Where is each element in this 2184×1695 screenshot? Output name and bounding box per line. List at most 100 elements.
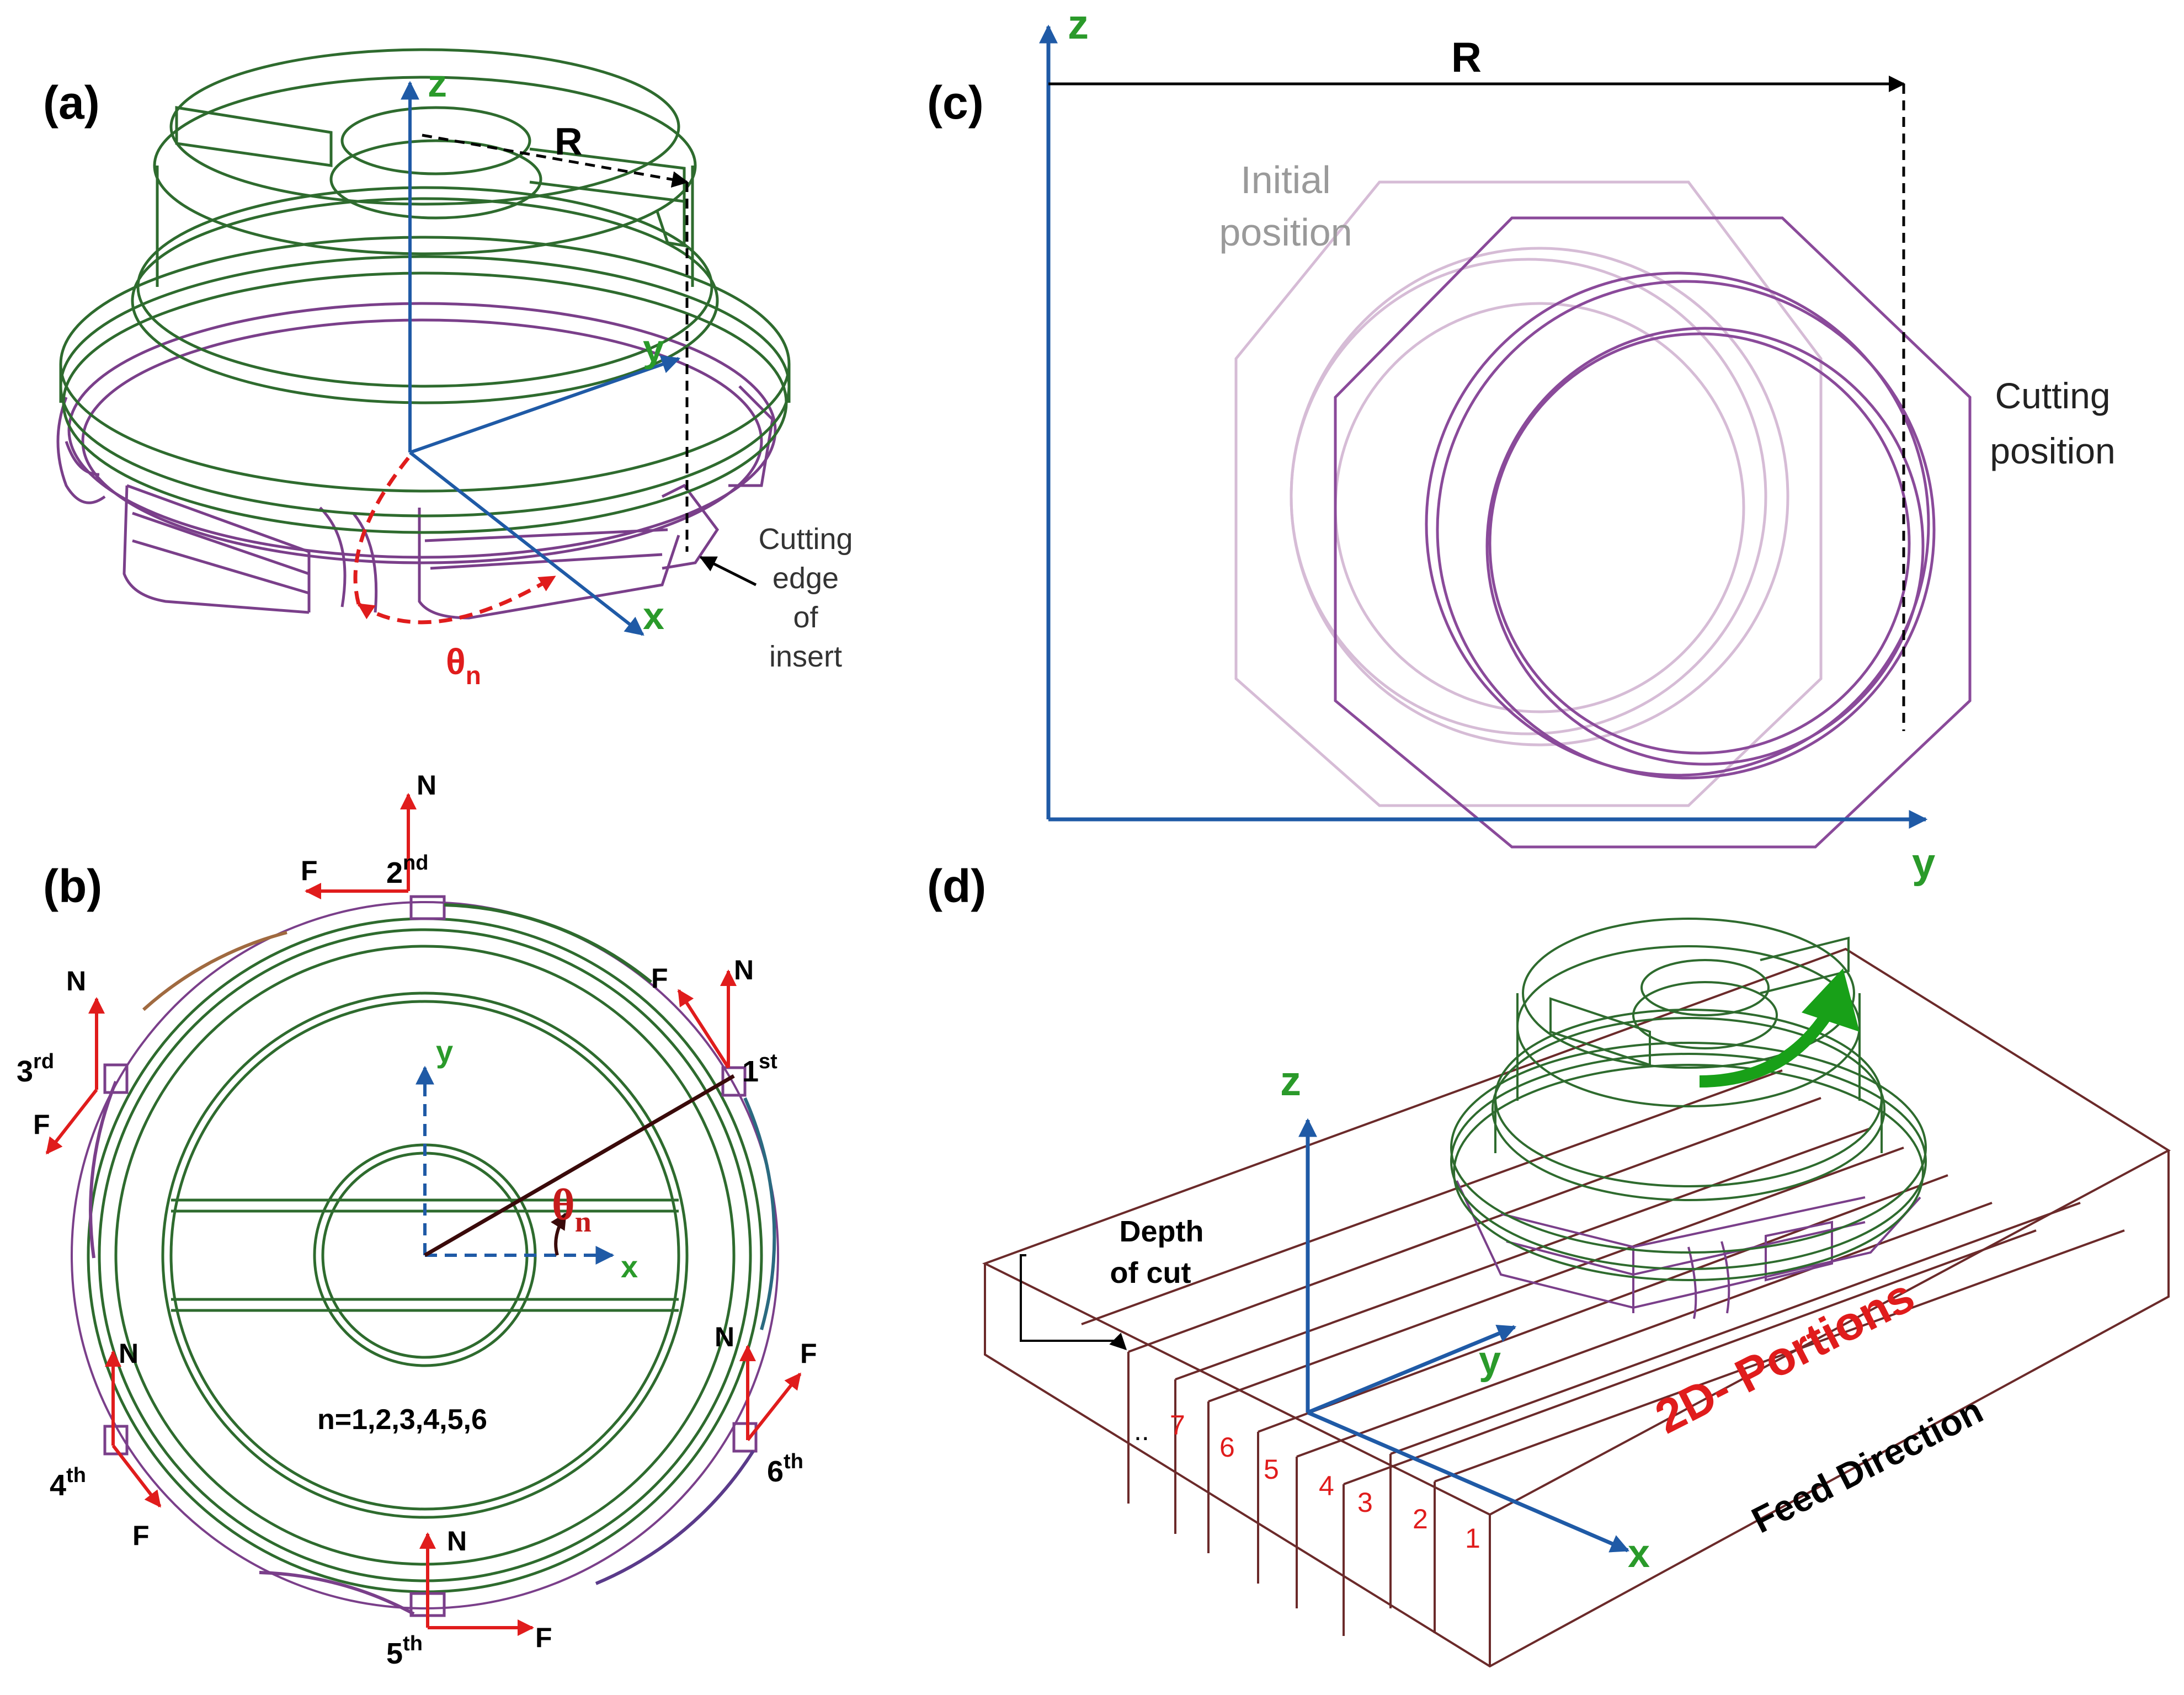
n-label-2: N <box>417 770 436 801</box>
portion-2: 2 <box>1413 1504 1428 1534</box>
depth-of-cut: Depth of cut <box>1020 1215 1204 1351</box>
feed-direction-label: Feed Direction <box>1745 1389 1989 1541</box>
axes-d: z y x <box>1280 1058 1650 1576</box>
initial-position-line-1: Initial <box>1240 158 1330 201</box>
insert-2-label: 2nd <box>386 851 428 889</box>
axes-b: y x θn n=1,2,3,4,5,6 <box>317 1034 735 1436</box>
panel-d: (d) <box>927 860 2171 1668</box>
n-label-3: N <box>66 966 86 996</box>
depth-bracket <box>1020 1254 1117 1342</box>
callout-line-2: edge <box>773 562 839 595</box>
axes-a: z y x <box>401 62 681 637</box>
portion-6: 6 <box>1219 1432 1235 1463</box>
y-axis-a <box>409 355 681 454</box>
depth-line-1: Depth <box>1120 1215 1204 1248</box>
force-f-6 <box>746 1372 802 1441</box>
n-label-1: N <box>734 955 754 985</box>
callout-a: Cutting edge of insert <box>699 523 853 673</box>
y-label-a: y <box>643 327 664 370</box>
x-label-d: x <box>1628 1532 1650 1576</box>
depth-arrow <box>1109 1332 1127 1351</box>
insert-5-label: 5th <box>386 1632 423 1670</box>
force-f-4 <box>111 1445 162 1508</box>
callout-arrow-a <box>699 556 757 587</box>
portion-4: 4 <box>1319 1470 1334 1501</box>
f-label-6: F <box>800 1338 817 1369</box>
theta-arc-b <box>550 1212 567 1256</box>
radius-a: R <box>422 120 689 552</box>
workpiece-block <box>982 947 2171 1668</box>
rotation-arrow-head <box>1802 968 1860 1032</box>
f-label-5: F <box>535 1622 552 1653</box>
panel-a-label: (a) <box>43 77 100 129</box>
callout-line-3: of <box>793 601 818 634</box>
portion-7: 7 <box>1170 1410 1185 1441</box>
initial-position-line-2: position <box>1219 211 1352 254</box>
f-label-3: F <box>33 1109 50 1140</box>
initial-position-shapes <box>1234 180 1823 807</box>
insert-4-notch <box>103 1425 129 1456</box>
n-label-5: N <box>447 1526 467 1557</box>
outer-insert-circle <box>71 901 779 1609</box>
f-label-2: F <box>301 855 318 886</box>
force-f-1 <box>677 989 730 1069</box>
insert-1-label: 1st <box>742 1050 777 1088</box>
panel-c-label: (c) <box>927 77 984 129</box>
insert-2-notch <box>409 895 446 920</box>
insert-ring <box>56 302 777 620</box>
y-label-c: y <box>1912 840 1935 887</box>
x-axis-d <box>1307 1410 1630 1553</box>
insert-6-notch <box>732 1422 758 1453</box>
z-label-a: z <box>428 62 447 105</box>
portion-ellipsis: .. <box>1134 1415 1149 1446</box>
cutter-top-view <box>71 895 779 1617</box>
portion-5: 5 <box>1264 1454 1279 1485</box>
f-label-1: F <box>651 963 668 994</box>
panel-c: (c) z y R Initial p <box>927 1 2116 887</box>
axes-c: z y <box>1039 1 1935 887</box>
forces-b <box>45 793 802 1636</box>
f-label-4: F <box>132 1520 150 1551</box>
cutter-on-workpiece <box>1450 918 1927 1319</box>
portion-numbers: 1 2 3 4 5 6 7 .. <box>1134 1410 1480 1554</box>
portion-1: 1 <box>1465 1523 1480 1554</box>
theta-label-a: θn <box>446 641 481 690</box>
insert-6-label: 6th <box>767 1450 803 1488</box>
z-label-c: z <box>1068 1 1089 48</box>
insert-3-label: 3rd <box>17 1050 54 1088</box>
theta-radial-dash <box>353 456 410 605</box>
radius-arrow-a <box>422 134 689 188</box>
insert-4-label: 4th <box>50 1464 86 1502</box>
cutting-position-line-1: Cutting <box>1995 375 2110 416</box>
n-label-4: N <box>119 1338 139 1369</box>
panel-b-label: (b) <box>43 860 102 912</box>
y-axis-d <box>1307 1324 1517 1415</box>
panel-b: (b) <box>17 770 817 1670</box>
panel-a: (a) <box>43 48 853 690</box>
cutting-position-shapes <box>1334 216 1972 849</box>
radius-c: R <box>1048 34 1905 731</box>
z-label-d: z <box>1280 1058 1301 1105</box>
index-text-b: n=1,2,3,4,5,6 <box>317 1404 487 1436</box>
theta-arc-a <box>357 574 556 625</box>
insert-ordinals-b: 2nd 1st 3rd 4th 5th 6th <box>17 851 803 1670</box>
portion-3: 3 <box>1357 1487 1373 1518</box>
force-f-3 <box>45 1089 98 1155</box>
x-label-a: x <box>643 594 664 637</box>
insert-3-notch <box>103 1063 129 1094</box>
force-labels-b: N F N F N F N F N F N F <box>33 770 817 1653</box>
theta-label-b: θn <box>552 1181 592 1238</box>
y-label-d: y <box>1479 1339 1501 1383</box>
radius-label-c: R <box>1451 34 1482 81</box>
rotation-arrow-shaft <box>1699 1011 1832 1088</box>
n-label-6: N <box>715 1321 734 1352</box>
y-label-b: y <box>436 1034 453 1069</box>
x-label-b: x <box>621 1249 638 1284</box>
cutting-position-line-2: position <box>1990 430 2116 471</box>
callout-line-4: insert <box>769 640 842 673</box>
x-axis-a <box>409 451 644 636</box>
theta-a: θn <box>353 456 556 690</box>
panel-d-label: (d) <box>927 860 986 912</box>
radius-label-a: R <box>555 120 583 163</box>
